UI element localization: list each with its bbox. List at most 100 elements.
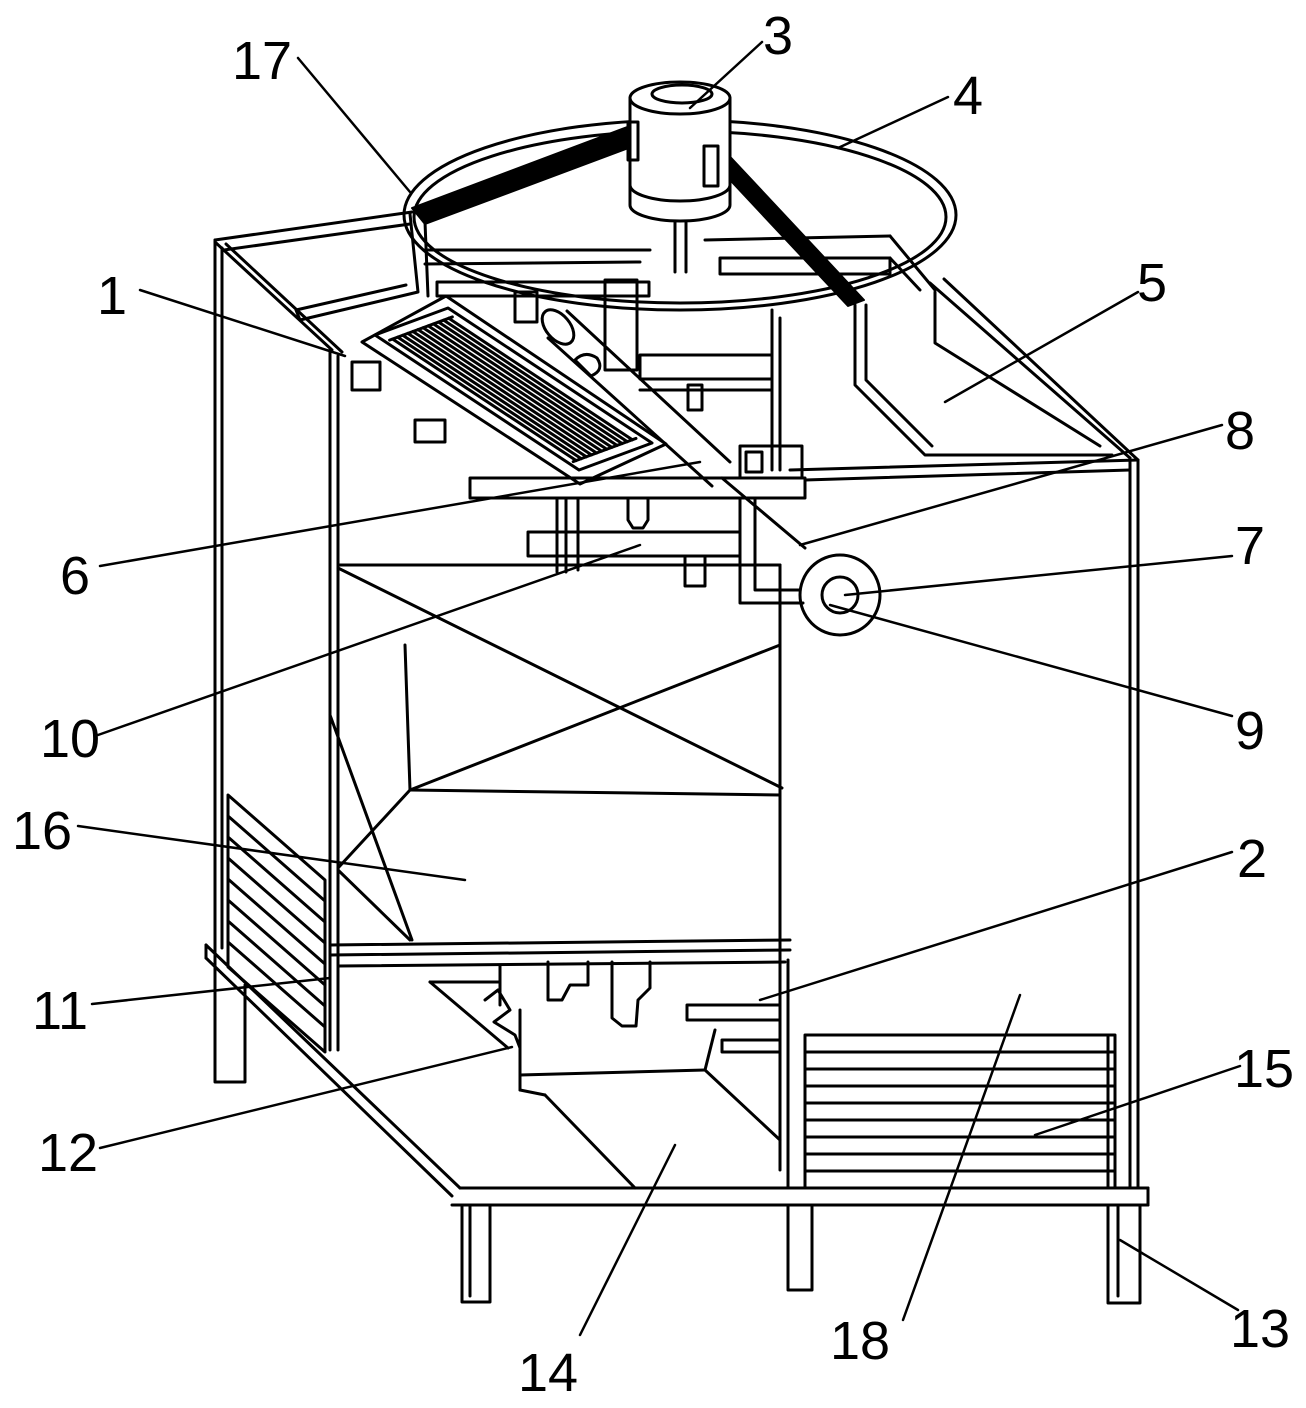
- chute-wall: [294, 212, 420, 322]
- callout-labels: 17 3 4 1 5 8 6 7 10 9 16 2 11 15 12 13 1…: [12, 6, 1294, 1403]
- base-plate: [328, 938, 792, 968]
- rod-clamp: [626, 496, 650, 530]
- motor-top: [628, 80, 732, 116]
- box-diagonal: [408, 643, 782, 792]
- mech-linkage: [483, 988, 522, 1050]
- callout-15: 15: [1234, 1039, 1294, 1099]
- mesh-line-7: [421, 326, 609, 451]
- leader-7: [843, 554, 1234, 597]
- hopper-wall: [428, 980, 510, 1050]
- chute-wall-inner: [423, 220, 430, 298]
- mech-bracket: [610, 960, 652, 1028]
- hopper-rim: [518, 1068, 707, 1077]
- hopper-rim: [518, 1088, 547, 1097]
- side-guide: [853, 290, 1114, 457]
- rack-slats: [803, 1050, 1117, 1173]
- motor-body: [628, 96, 732, 223]
- callout-17: 17: [232, 31, 292, 91]
- leg-left: [460, 1203, 492, 1304]
- top-right-edge: [928, 281, 1132, 460]
- screen-mesh: [388, 315, 638, 464]
- support-clip: [686, 383, 704, 412]
- box-chute: [336, 868, 412, 942]
- screen-frame: [373, 306, 654, 472]
- callout-16: 16: [12, 801, 72, 861]
- mech-bracket: [546, 960, 590, 1002]
- leader-11: [90, 976, 332, 1006]
- callout-14: 14: [518, 1343, 578, 1403]
- roller-edge: [546, 336, 714, 488]
- drive-rods: [526, 496, 805, 605]
- mesh-line-5: [411, 329, 599, 455]
- callout-10: 10: [40, 709, 100, 769]
- plate-edge: [328, 948, 792, 957]
- leader-17: [296, 56, 412, 194]
- top-right-edge-inner: [942, 277, 1140, 462]
- side-guide-outer: [853, 303, 1114, 457]
- crossbar-line: [423, 260, 642, 266]
- leader-16: [76, 824, 467, 882]
- rod-clamp-small: [683, 554, 707, 588]
- crossbar-line: [888, 234, 937, 292]
- top-left-rim-inner: [224, 242, 344, 354]
- louver-slat-3: [226, 856, 327, 945]
- callout-1: 1: [97, 266, 127, 326]
- wheel-outer: [798, 553, 882, 637]
- roller-cam: [573, 353, 602, 378]
- leader-1: [138, 288, 347, 358]
- l-bracket-inner: [753, 496, 802, 592]
- collection-box: [328, 563, 784, 947]
- top-left-rim: [213, 240, 334, 352]
- box-chute: [328, 713, 414, 942]
- crossbar-line: [888, 256, 922, 292]
- callout-6: 6: [60, 546, 90, 606]
- motor-cap: [650, 83, 714, 105]
- l-bracket-outer: [738, 496, 805, 605]
- plate-bracket: [738, 444, 804, 480]
- leader-10: [96, 543, 642, 737]
- mesh-line-8: [426, 324, 614, 449]
- leader-3: [688, 40, 764, 110]
- louver-slat-2: [226, 835, 327, 924]
- front-top-edge: [788, 458, 1140, 472]
- plate-edge: [328, 938, 792, 947]
- motor-belt-clip-left: [626, 120, 640, 162]
- mesh-line-9: [431, 322, 619, 447]
- mech-rod: [703, 1028, 717, 1072]
- back-left-post: [213, 238, 247, 1084]
- box-edge: [403, 643, 412, 792]
- leader-8: [798, 423, 1224, 547]
- box-diagonal: [336, 566, 784, 790]
- callout-13: 13: [1230, 1299, 1290, 1359]
- leg-right: [1106, 1203, 1142, 1305]
- rack-outline: [803, 1033, 1117, 1190]
- support-plate: [468, 444, 807, 500]
- callout-11: 11: [32, 981, 88, 1041]
- side-guide-inner: [864, 303, 934, 448]
- callout-2: 2: [1237, 829, 1267, 889]
- hopper-wall: [703, 1068, 782, 1142]
- callout-4: 4: [953, 66, 983, 126]
- callout-3: 3: [763, 6, 793, 66]
- eccentric-wheel: [798, 553, 882, 637]
- leader-lines: [76, 40, 1242, 1337]
- hopper: [428, 980, 782, 1190]
- mesh-line-2: [396, 335, 583, 461]
- roller-shaft: [720, 476, 807, 550]
- leader-6: [98, 460, 702, 568]
- mesh-line-12: [447, 316, 634, 442]
- leader-9: [828, 603, 1234, 718]
- callout-12: 12: [38, 1123, 98, 1183]
- base-side-rail: [204, 956, 454, 1198]
- hopper-wall: [543, 1093, 637, 1190]
- leg-middle: [786, 1203, 814, 1292]
- screen-bracket-left: [350, 360, 382, 392]
- leader-5: [943, 290, 1140, 404]
- machine-drawing: [204, 80, 1150, 1305]
- feed-chute: [294, 212, 430, 322]
- top-back-edge: [213, 210, 414, 242]
- roller-end-cap: [540, 308, 576, 346]
- callout-7: 7: [1235, 516, 1265, 576]
